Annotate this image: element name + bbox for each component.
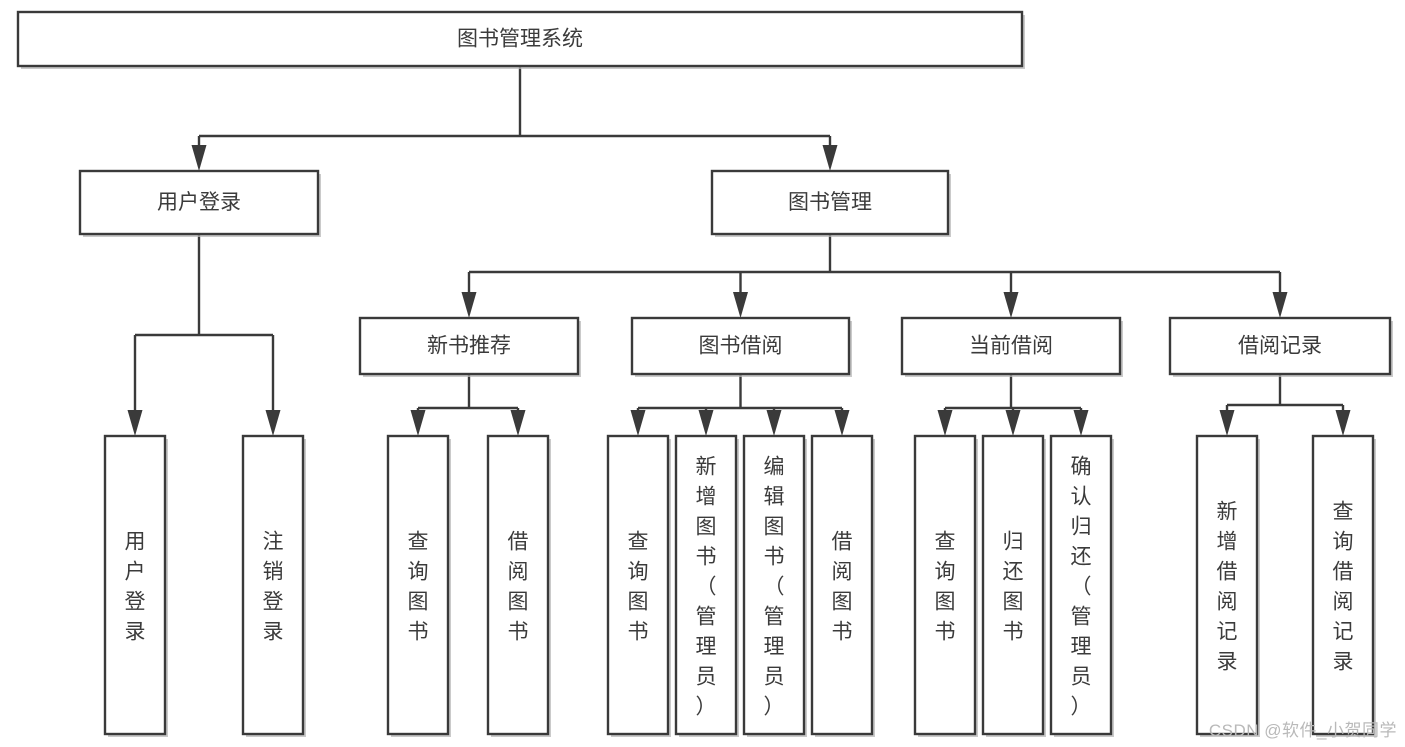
arrow-head-icon <box>265 410 281 436</box>
node-label: 查询借阅记录 <box>1333 500 1354 673</box>
node-box[interactable] <box>358 316 580 376</box>
node-book-borrow[interactable]: 图书借阅 <box>630 316 852 377</box>
arrow-head-icon <box>1272 292 1288 318</box>
arrow-head-icon <box>127 410 143 436</box>
node-label: 查询图书 <box>628 530 649 643</box>
node-leaf-query-book-current[interactable]: 查询图书 <box>913 434 978 737</box>
connector-group <box>630 374 850 436</box>
node-label: 图书借阅 <box>699 335 783 358</box>
node-box[interactable] <box>810 434 874 736</box>
node-leaf-return-book[interactable]: 归还图书 <box>981 434 1046 737</box>
node-label: 新增借阅记录 <box>1217 500 1238 673</box>
node-box[interactable] <box>900 316 1122 376</box>
connector-group <box>410 374 526 436</box>
arrow-head-icon <box>1003 292 1019 318</box>
node-box[interactable] <box>16 10 1024 68</box>
arrow-head-icon <box>733 292 748 318</box>
node-borrow-record[interactable]: 借阅记录 <box>1168 316 1393 377</box>
node-leaf-add-book[interactable]: 新增图书（管理员） <box>674 434 739 737</box>
node-leaf-borrow-book[interactable]: 借阅图书 <box>810 434 875 737</box>
arrow-head-icon <box>1073 410 1089 436</box>
arrow-head-icon <box>461 292 477 318</box>
node-leaf-logout[interactable]: 注销登录 <box>241 434 306 737</box>
node-leaf-borrow-book-rec[interactable]: 借阅图书 <box>486 434 551 737</box>
connector-group <box>191 66 838 171</box>
node-label: 确认归还（管理员） <box>1071 455 1092 718</box>
node-box[interactable] <box>630 316 851 376</box>
node-book-manage[interactable]: 图书管理 <box>710 169 951 237</box>
node-label: 编辑图书（管理员） <box>764 455 785 718</box>
arrow-head-icon <box>1335 410 1351 436</box>
node-box[interactable] <box>606 434 670 736</box>
node-box[interactable] <box>1311 434 1375 736</box>
node-leaf-add-record[interactable]: 新增借阅记录 <box>1195 434 1260 737</box>
node-label: 图书管理系统 <box>457 28 583 51</box>
node-box[interactable] <box>241 434 305 736</box>
node-label: 查询图书 <box>408 530 429 643</box>
arrow-head-icon <box>191 145 207 171</box>
node-box[interactable] <box>710 169 950 236</box>
node-label: 归还图书 <box>1003 530 1024 643</box>
node-label: 借阅记录 <box>1238 335 1322 358</box>
node-box[interactable] <box>103 434 167 736</box>
node-label: 当前借阅 <box>969 335 1053 358</box>
node-label: 图书管理 <box>788 191 872 214</box>
node-box[interactable] <box>486 434 550 736</box>
node-box[interactable] <box>674 434 738 736</box>
arrow-head-icon <box>1219 410 1235 436</box>
node-root[interactable]: 图书管理系统 <box>16 10 1025 69</box>
node-box[interactable] <box>1195 434 1259 736</box>
arrow-head-icon <box>1005 410 1021 436</box>
node-box[interactable] <box>1168 316 1392 376</box>
node-box[interactable] <box>1049 434 1113 736</box>
node-label: 新增图书（管理员） <box>696 455 717 718</box>
arrow-head-icon <box>766 410 782 436</box>
arrow-head-icon <box>510 410 526 436</box>
node-label: 查询图书 <box>935 530 956 643</box>
node-leaf-query-book-borrow[interactable]: 查询图书 <box>606 434 671 737</box>
node-new-book-rec[interactable]: 新书推荐 <box>358 316 581 377</box>
connector-group <box>127 234 281 436</box>
connector-group <box>1219 374 1351 436</box>
arrow-head-icon <box>822 145 838 171</box>
node-leaf-confirm-return[interactable]: 确认归还（管理员） <box>1049 434 1114 737</box>
node-label: 用户登录 <box>125 530 146 643</box>
node-leaf-edit-book[interactable]: 编辑图书（管理员） <box>742 434 807 737</box>
watermark-text: CSDN @软件_小贺同学 <box>1208 721 1397 740</box>
node-box[interactable] <box>78 169 320 236</box>
arrow-head-icon <box>834 410 850 436</box>
node-box[interactable] <box>913 434 977 736</box>
node-label: 新书推荐 <box>427 335 511 358</box>
node-box[interactable] <box>386 434 450 736</box>
node-current-borrow[interactable]: 当前借阅 <box>900 316 1123 377</box>
connector-group <box>461 234 1288 318</box>
node-leaf-user-login[interactable]: 用户登录 <box>103 434 168 737</box>
node-label: 借阅图书 <box>832 530 853 643</box>
connector-layer <box>127 66 1351 436</box>
node-box[interactable] <box>981 434 1045 736</box>
connector-group <box>937 374 1089 436</box>
node-label: 借阅图书 <box>508 530 529 643</box>
node-box[interactable] <box>742 434 806 736</box>
node-layer: 图书管理系统用户登录图书管理新书推荐图书借阅当前借阅借阅记录用户登录注销登录查询… <box>16 10 1393 737</box>
arrow-head-icon <box>410 410 426 436</box>
node-leaf-query-book-rec[interactable]: 查询图书 <box>386 434 451 737</box>
arrow-head-icon <box>630 410 646 436</box>
node-leaf-query-record[interactable]: 查询借阅记录 <box>1311 434 1376 737</box>
node-user-login[interactable]: 用户登录 <box>78 169 321 237</box>
arrow-head-icon <box>698 410 714 436</box>
node-label: 用户登录 <box>157 191 241 214</box>
node-label: 注销登录 <box>263 530 284 643</box>
arrow-head-icon <box>937 410 953 436</box>
